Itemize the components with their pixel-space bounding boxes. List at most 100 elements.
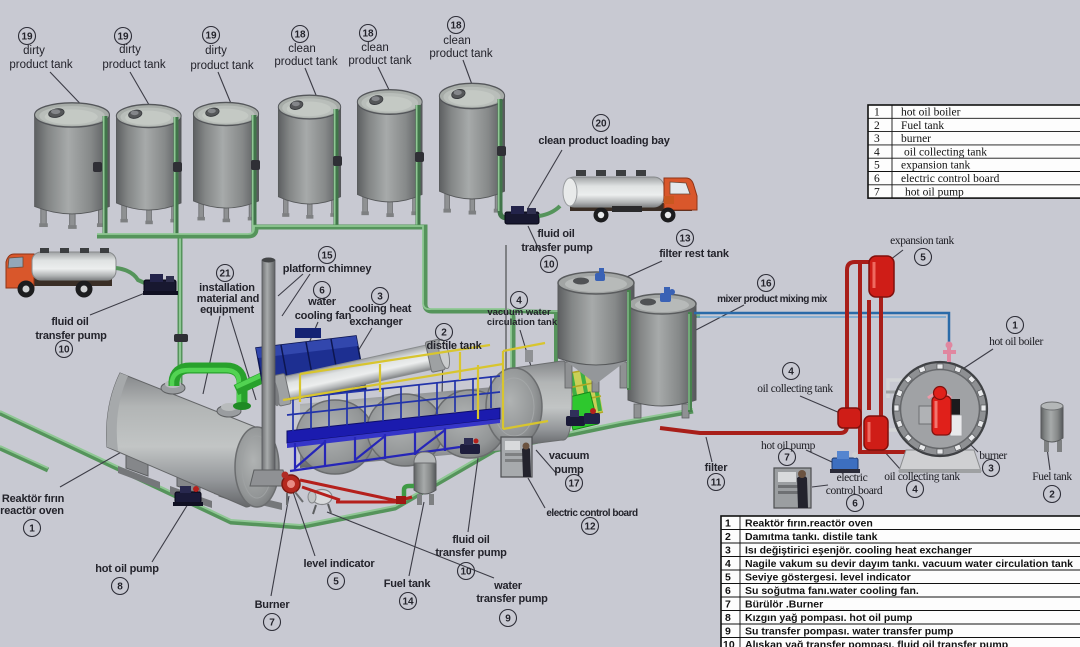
svg-text:Isı değiştirici eşenjör. cooli: Isı değiştirici eşenjör. cooling heat ex… <box>745 545 972 557</box>
svg-text:7: 7 <box>874 186 880 198</box>
svg-text:oil collecting tank: oil collecting tank <box>757 383 833 395</box>
svg-text:transfer pump: transfer pump <box>35 330 107 342</box>
svg-text:19: 19 <box>21 32 33 43</box>
svg-text:9: 9 <box>505 614 511 625</box>
svg-text:6: 6 <box>852 499 858 510</box>
svg-text:3: 3 <box>377 292 383 303</box>
svg-text:Bürülör .Burner: Bürülör .Burner <box>745 599 823 611</box>
svg-text:circulation tank: circulation tank <box>487 317 558 328</box>
svg-text:Damıtma tankı. distile tank: Damıtma tankı. distile tank <box>745 531 878 543</box>
svg-text:fluid oil: fluid oil <box>452 534 489 546</box>
svg-text:clean product loading bay: clean product loading bay <box>538 135 670 147</box>
svg-text:installation: installation <box>199 282 255 294</box>
svg-text:7: 7 <box>269 618 275 629</box>
svg-text:exchanger: exchanger <box>349 316 403 328</box>
svg-text:18: 18 <box>294 30 306 41</box>
svg-text:4: 4 <box>788 367 794 378</box>
svg-text:pump: pump <box>554 464 584 476</box>
svg-text:electric: electric <box>837 472 868 484</box>
svg-text:product tank: product tank <box>274 56 338 68</box>
svg-text:7: 7 <box>784 453 790 464</box>
svg-text:19: 19 <box>205 31 217 42</box>
svg-text:Kızgın yağ pompası. hot oil pu: Kızgın yağ pompası. hot oil pump <box>745 612 912 624</box>
svg-text:6: 6 <box>319 286 325 297</box>
svg-text:5: 5 <box>333 577 339 588</box>
svg-text:9: 9 <box>725 626 731 638</box>
svg-text:reactör oven: reactör oven <box>0 505 64 517</box>
svg-text:16: 16 <box>760 279 772 290</box>
svg-text:5: 5 <box>874 160 880 172</box>
svg-text:oil collecting tank: oil collecting tank <box>884 471 960 483</box>
svg-text:4: 4 <box>912 485 918 496</box>
svg-text:5: 5 <box>725 572 731 584</box>
svg-text:3: 3 <box>725 545 731 557</box>
svg-text:water: water <box>307 296 337 308</box>
svg-text:material and: material and <box>197 293 259 305</box>
svg-text:control board: control board <box>826 485 883 497</box>
svg-text:19: 19 <box>117 32 129 43</box>
svg-text:18: 18 <box>362 29 374 40</box>
svg-text:cooling heat: cooling heat <box>349 303 412 315</box>
svg-text:equipment: equipment <box>200 304 254 316</box>
svg-text:Fuel tank: Fuel tank <box>384 578 432 590</box>
svg-text:fluid oil: fluid oil <box>537 228 574 240</box>
svg-text:4: 4 <box>725 558 731 570</box>
svg-text:dirty: dirty <box>23 45 45 57</box>
svg-text:8: 8 <box>117 582 123 593</box>
svg-text:2: 2 <box>725 531 731 543</box>
svg-text:10: 10 <box>543 260 555 271</box>
svg-text:Su transfer pompası. water tr: Su transfer pompası. water transfer pump <box>745 626 953 638</box>
svg-text:expansion tank: expansion tank <box>890 235 954 247</box>
svg-text:7: 7 <box>725 599 731 611</box>
svg-text:vacuum water: vacuum water <box>487 307 551 318</box>
svg-text:product tank: product tank <box>348 55 412 67</box>
svg-text:dirty: dirty <box>119 44 141 56</box>
svg-text:oil collecting tank: oil collecting tank <box>904 146 987 158</box>
svg-text:12: 12 <box>584 522 596 533</box>
svg-text:2: 2 <box>441 328 447 339</box>
svg-text:expansion tank: expansion tank <box>901 160 971 172</box>
svg-text:10: 10 <box>723 639 735 647</box>
svg-text:electric control board: electric control board <box>546 508 638 519</box>
svg-text:17: 17 <box>568 479 580 490</box>
svg-text:8: 8 <box>725 612 731 624</box>
svg-text:transfer pump: transfer pump <box>521 242 593 254</box>
svg-text:Su soğutma fanı.water cooling: Su soğutma fanı.water cooling fan. <box>745 585 919 597</box>
svg-text:13: 13 <box>679 234 691 245</box>
svg-text:hot oil pump: hot oil pump <box>95 563 159 575</box>
svg-text:platform chimney: platform chimney <box>283 263 373 275</box>
svg-text:product tank: product tank <box>190 60 254 72</box>
svg-text:Fuel tank: Fuel tank <box>901 120 944 132</box>
svg-text:Reaktör fırın: Reaktör fırın <box>2 493 65 505</box>
svg-text:1: 1 <box>29 524 35 535</box>
svg-text:Reaktör fırın.reactör oven: Reaktör fırın.reactör oven <box>745 518 873 530</box>
svg-text:2: 2 <box>1049 490 1055 501</box>
svg-text:Nagile vakum su devir dayım ta: Nagile vakum su devir dayım tankı. vacuu… <box>745 558 1073 570</box>
svg-text:10: 10 <box>460 567 472 578</box>
svg-text:18: 18 <box>450 21 462 32</box>
svg-text:20: 20 <box>595 119 607 130</box>
svg-text:clean: clean <box>288 43 316 55</box>
svg-text:Fuel tank: Fuel tank <box>1032 471 1072 483</box>
svg-text:3: 3 <box>988 464 994 475</box>
svg-text:1: 1 <box>874 107 880 119</box>
svg-text:transfer pump: transfer pump <box>476 593 548 605</box>
svg-text:hot oil pump: hot oil pump <box>761 440 816 452</box>
svg-text:Burner: Burner <box>255 599 291 611</box>
svg-text:11: 11 <box>711 478 722 489</box>
svg-text:Seviye göstergesi. level indic: Seviye göstergesi. level indicator <box>745 572 911 584</box>
svg-text:cooling fan: cooling fan <box>295 310 352 322</box>
svg-text:distile tank: distile tank <box>426 340 482 352</box>
svg-text:4: 4 <box>516 296 522 307</box>
svg-text:15: 15 <box>321 251 333 262</box>
svg-text:1: 1 <box>1012 321 1018 332</box>
svg-text:vacuum: vacuum <box>549 450 590 462</box>
svg-text:electric control board: electric control board <box>901 173 1000 185</box>
svg-text:14: 14 <box>402 597 414 608</box>
svg-text:6: 6 <box>725 585 731 597</box>
svg-text:3: 3 <box>874 133 880 145</box>
svg-text:filter rest tank: filter rest tank <box>659 248 730 260</box>
svg-text:filter: filter <box>705 462 729 474</box>
svg-text:water: water <box>493 580 523 592</box>
svg-text:burner: burner <box>901 133 931 145</box>
